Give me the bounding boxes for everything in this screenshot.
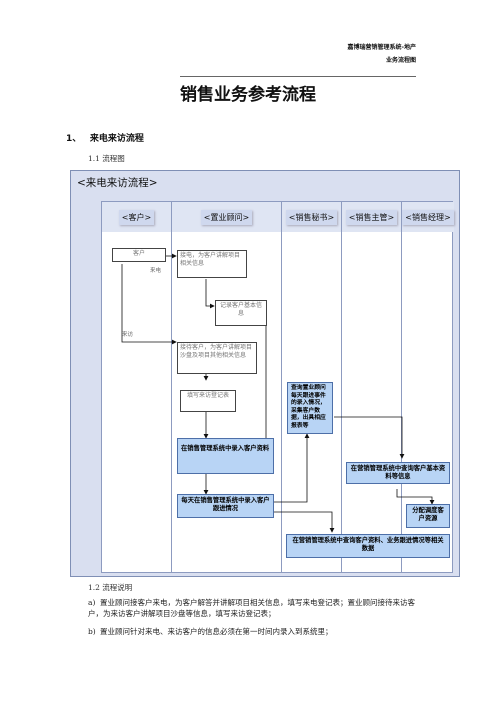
lane-secretary	[282, 232, 342, 572]
node-secretary-query: 查询置业顾问每天跟进事件的录入情况，采集客户数据，出具相应报表等	[287, 382, 333, 434]
subsection-description: 1.2 流程说明	[88, 583, 133, 592]
lane-customer	[102, 232, 172, 572]
lane-header-manager: <销售经理>	[402, 202, 454, 232]
header-system-name: 嘉博瑞营销管理系统-地产	[347, 44, 417, 51]
note-a: a)置业顾问接客户来电，为客户解答并讲解项目相关信息，填写来电登记表；置业顾问接…	[88, 597, 428, 620]
section-title: 来电来访流程	[89, 134, 144, 144]
section-number: 1、	[66, 134, 82, 144]
note-b-key: b)	[88, 627, 96, 636]
note-a-text: 置业顾问接客户来电，为客户解答并讲解项目相关信息，填写来电登记表；置业顾问接待来…	[88, 598, 415, 619]
node-allocate: 分配调度客户资源	[406, 504, 450, 528]
node-enter-system: 在销售管理系统中录入客户资料	[177, 438, 274, 474]
flowchart-title: <来电来访流程>	[77, 177, 158, 189]
lane-header-customer: <客户>	[102, 202, 172, 232]
node-manager-query: 在营销管理系统中查询客户资料、业务跟进情况等相关数据	[286, 534, 450, 558]
flowchart: <来电来访流程> <客户> <置业顾问> <销售秘书> <销售主管> <销售经理…	[70, 170, 460, 577]
section-heading: 1、 来电来访流程	[66, 131, 144, 144]
node-supervisor-query: 在营销管理系统中查询客户基本资料等信息	[346, 462, 450, 484]
lane-header-supervisor: <销售主管>	[342, 202, 402, 232]
note-b-text: 置业顾问针对来电、来访客户的信息必须在第一时间内录入到系统里；	[100, 627, 333, 636]
swimlane-area: <客户> <置业顾问> <销售秘书> <销售主管> <销售经理>	[101, 201, 454, 573]
node-customer: 客户	[112, 248, 166, 262]
page-title: 销售业务参考流程	[180, 85, 316, 105]
lane-supervisor	[342, 232, 402, 572]
lane-header-consultant: <置业顾问>	[172, 202, 282, 232]
node-receive-visit: 接待客户，为客户讲解项目沙盘及项目其他相关信息	[177, 342, 257, 374]
lane-consultant	[172, 232, 282, 572]
header-doc-type: 业务流程图	[385, 57, 416, 64]
node-fill-register: 填写来访登记表	[180, 390, 236, 412]
header-divider	[180, 76, 416, 77]
note-b: b) 置业顾问针对来电、来访客户的信息必须在第一时间内录入到系统里；	[88, 626, 428, 637]
note-a-key: a)	[88, 598, 96, 607]
lane-header-secretary: <销售秘书>	[282, 202, 342, 232]
subsection-flowchart: 1.1 流程图	[88, 154, 125, 163]
node-daily-enter: 每天在销售管理系统中录入客户跟进情况	[177, 494, 274, 518]
label-visit: 来访	[122, 332, 134, 338]
node-receive-call: 接电，为客户讲解项目相关信息	[177, 250, 247, 278]
label-call: 来电	[150, 268, 162, 274]
flow-connectors	[121, 253, 435, 533]
node-record-info: 记录客户基本信息	[215, 300, 267, 326]
